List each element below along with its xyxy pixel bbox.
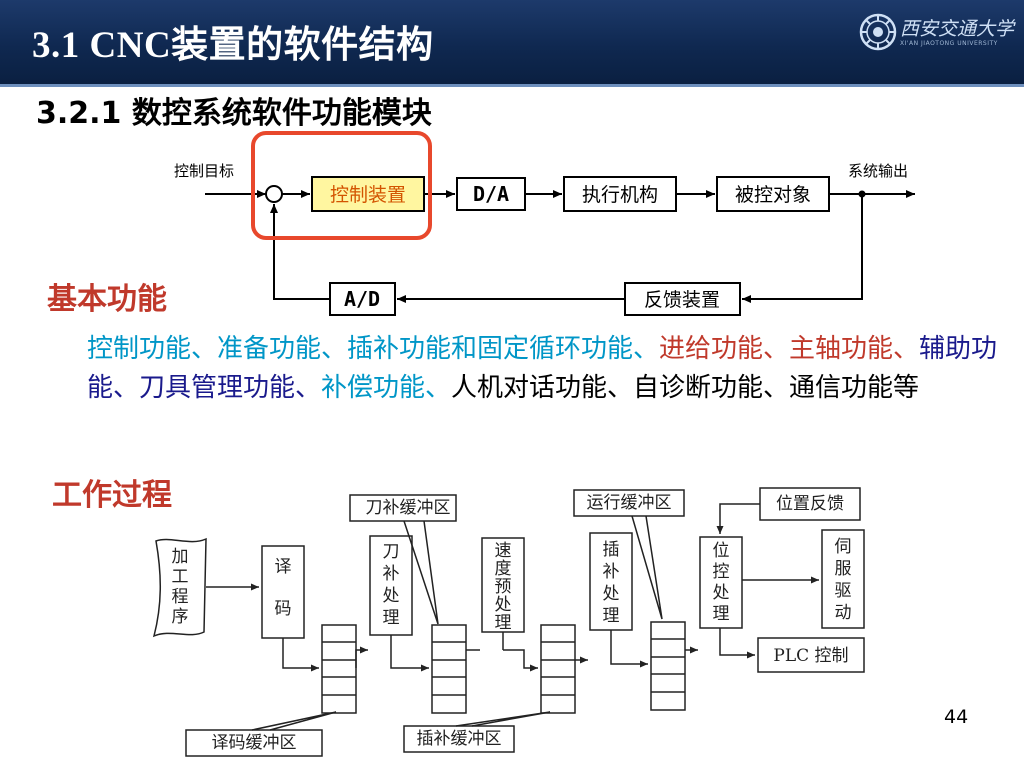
interp-box bbox=[589, 532, 633, 631]
buf-decode-leader bbox=[251, 711, 337, 731]
servo-label-char: 服 bbox=[835, 559, 852, 579]
tool-comp-label-char: 处 bbox=[383, 586, 400, 606]
work-process-heading: 工作过程 bbox=[52, 478, 172, 513]
interp-label-char: 插 bbox=[603, 540, 620, 560]
speed-box bbox=[481, 537, 525, 633]
tool-comp-box bbox=[369, 535, 413, 636]
position-label-char: 控 bbox=[713, 562, 730, 582]
interp-label-char: 理 bbox=[603, 606, 620, 626]
buf-tool-label-box bbox=[349, 494, 457, 522]
section-subtitle: 3.2.1 数控系统软件功能模块 bbox=[36, 96, 432, 131]
program-label-char: 序 bbox=[172, 607, 189, 627]
function-text-5: 补偿功能、 bbox=[321, 373, 452, 403]
control-loop-diagram: 控制目标 控制装置 D/A 执行机构 被控对象 系统输出 反馈装置 A/D bbox=[174, 131, 915, 316]
servo-label-char: 驱 bbox=[835, 581, 852, 601]
feedback-line-3 bbox=[270, 204, 330, 300]
buf-decode-label: 译码缓冲区 bbox=[212, 733, 297, 753]
logo-text: 西安交通大学 bbox=[900, 18, 1015, 40]
speed-label-char: 速 bbox=[495, 541, 512, 561]
interp-label-char: 处 bbox=[603, 584, 620, 604]
interp-label-char: 补 bbox=[603, 562, 620, 582]
functions-paragraph: 控制功能、准备功能、插补功能和固定循环功能、进给功能、主轴功能、辅助功能、刀具管… bbox=[87, 330, 1022, 408]
basic-functions-heading: 基本功能 bbox=[47, 282, 167, 317]
page-title: 3.1 CNC装置的软件结构 bbox=[32, 25, 434, 66]
program-shape bbox=[152, 537, 207, 638]
feedback-box bbox=[624, 282, 741, 316]
logo-subtext: XI'AN JIAOTONG UNIVERSITY bbox=[900, 40, 998, 47]
program-label-char: 加 bbox=[172, 547, 189, 567]
program-label-char: 工 bbox=[172, 567, 189, 587]
servo-label-char: 伺 bbox=[835, 537, 852, 557]
position-label-char: 处 bbox=[713, 583, 730, 603]
servo-label-char: 动 bbox=[835, 603, 852, 623]
position-label-char: 理 bbox=[713, 604, 730, 624]
servo-box bbox=[821, 529, 865, 629]
speed-label-char: 预 bbox=[495, 577, 512, 597]
function-text-1: 控制功能、准备功能、插补功能和固定循环功能、 bbox=[87, 334, 660, 364]
decode-label-char: 译 bbox=[275, 557, 292, 577]
decode-box bbox=[261, 545, 305, 639]
buffer-stack-3 bbox=[540, 624, 576, 714]
buffer-stack-4 bbox=[650, 621, 686, 711]
buf-interp-label: 插补缓冲区 bbox=[417, 729, 502, 749]
buf-interp-leader bbox=[455, 711, 551, 727]
ad-label: A/D bbox=[344, 287, 380, 311]
header-bar: 3.1 CNC装置的软件结构 西安交通大学 XI'AN JIAOTONG UNI… bbox=[0, 0, 1024, 86]
plc-box bbox=[757, 637, 865, 673]
tool-comp-label-char: 理 bbox=[383, 608, 400, 628]
da-label: D/A bbox=[473, 182, 509, 206]
summing-junction bbox=[265, 185, 283, 203]
function-text-6: 人机对话功能、自诊断功能、通信功能等 bbox=[451, 373, 920, 403]
speed-label-char: 处 bbox=[495, 595, 512, 615]
function-text-2: 进给功能、 bbox=[659, 334, 790, 364]
university-logo: 西安交通大学 XI'AN JIAOTONG UNIVERSITY bbox=[858, 12, 1014, 56]
plc-label: PLC 控制 bbox=[773, 646, 848, 666]
buf-tool-leader bbox=[403, 520, 439, 625]
input-label: 控制目标 bbox=[174, 162, 234, 180]
speed-label-char: 理 bbox=[495, 613, 512, 633]
seal-icon bbox=[859, 13, 897, 51]
decode-label-char: 码 bbox=[275, 599, 292, 619]
actuator-label: 执行机构 bbox=[582, 184, 658, 206]
position-label-char: 位 bbox=[713, 541, 730, 561]
controller-label: 控制装置 bbox=[330, 184, 406, 206]
buf-run-label-box bbox=[573, 489, 685, 517]
feedback-label: 反馈装置 bbox=[644, 289, 720, 311]
highlight-frame bbox=[251, 131, 432, 240]
function-text-4: 辅助功能、刀具管理功能、 bbox=[87, 334, 998, 403]
speed-label-char: 度 bbox=[495, 559, 512, 579]
buf-run-label: 运行缓冲区 bbox=[587, 493, 672, 513]
actuator-box bbox=[563, 176, 677, 212]
position-box bbox=[699, 536, 743, 629]
buf-decode-label-box bbox=[185, 729, 323, 757]
pos-feedback-box bbox=[759, 487, 861, 521]
buffer-stack-2 bbox=[431, 624, 467, 714]
buf-run-leader bbox=[631, 515, 663, 620]
ad-box bbox=[329, 282, 396, 316]
pos-feedback-label: 位置反馈 bbox=[776, 494, 844, 514]
controller-box bbox=[311, 176, 425, 212]
buffer-stack-1 bbox=[321, 624, 357, 714]
output-label: 系统输出 bbox=[848, 162, 908, 180]
tool-comp-label-char: 补 bbox=[383, 564, 400, 584]
buf-tool-label: 刀补缓冲区 bbox=[366, 498, 451, 518]
plant-label: 被控对象 bbox=[735, 184, 811, 206]
feedback-line-1 bbox=[742, 194, 863, 303]
header-stripe bbox=[0, 84, 1024, 87]
page-number: 44 bbox=[944, 706, 969, 728]
function-text-3: 主轴功能、 bbox=[789, 334, 920, 364]
tool-comp-label-char: 刀 bbox=[383, 542, 400, 562]
buf-interp-label-box bbox=[403, 725, 515, 753]
program-label-char: 程 bbox=[172, 587, 189, 607]
